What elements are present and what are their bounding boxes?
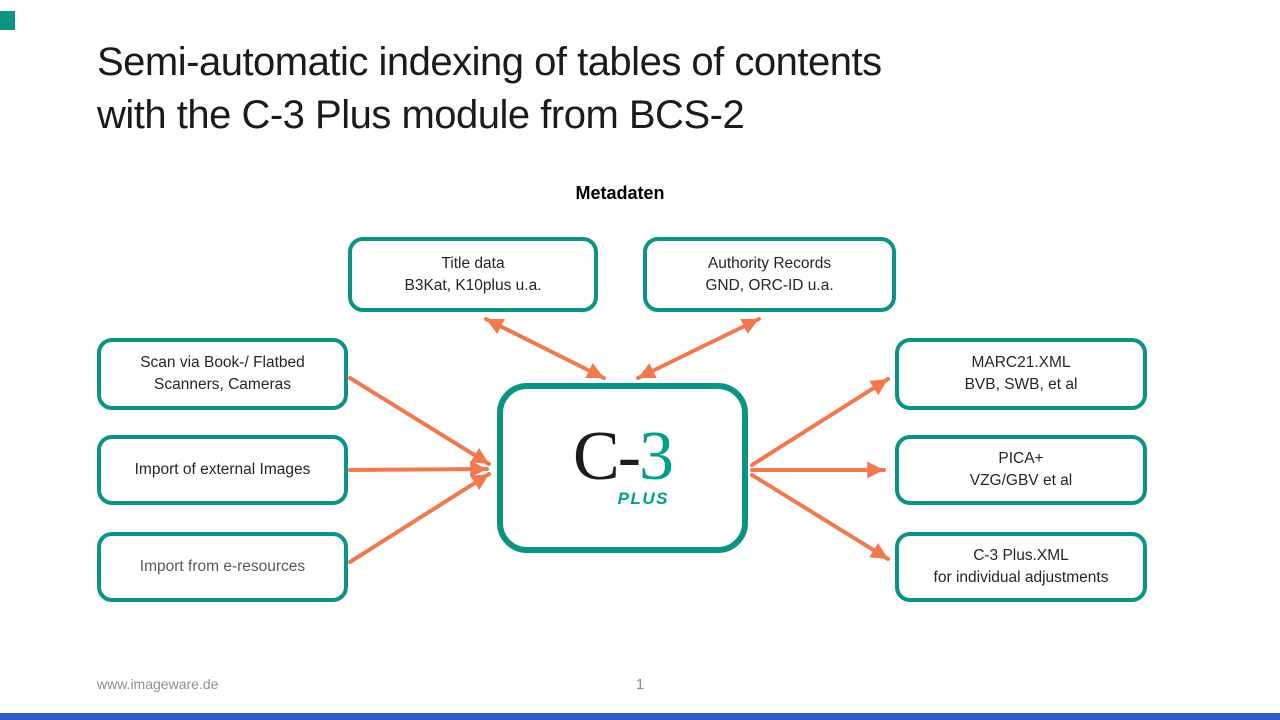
c3-logo-prefix: C- xyxy=(573,417,641,495)
c3-plus-logo: C-3 PLUS xyxy=(573,421,674,509)
slide-page-number: 1 xyxy=(635,676,645,693)
arrow-c3-to-marc21 xyxy=(750,377,890,467)
box-c3plus-xml-line1: C-3 Plus.XML xyxy=(973,547,1069,564)
box-scan-sources-line2: Scanners, Cameras xyxy=(154,376,291,393)
box-marc21-xml-line2: BVB, SWB, et al xyxy=(964,376,1078,393)
box-c3-plus-module: C-3 PLUS xyxy=(497,383,748,553)
box-pica-plus-line2: VZG/GBV et al xyxy=(969,472,1073,489)
box-scan-sources-line1: Scan via Book-/ Flatbed xyxy=(140,354,305,371)
box-c3plus-xml: C-3 Plus.XML for individual adjustments xyxy=(895,532,1147,602)
box-authority-records: Authority Records GND, ORC-ID u.a. xyxy=(643,237,896,312)
slide-title-line1: Semi-automatic indexing of tables of con… xyxy=(97,40,882,84)
box-title-data-line2: B3Kat, K10plus u.a. xyxy=(404,276,542,294)
arrow-c3-titledata-bidirectional xyxy=(484,317,606,380)
box-import-eresources: Import from e-resources xyxy=(97,532,348,602)
slide-title: Semi-automatic indexing of tables of con… xyxy=(97,36,1157,142)
box-pica-plus-line1: PICA+ xyxy=(998,450,1044,467)
bottom-accent-bar xyxy=(0,713,1280,720)
box-import-eresources-line1: Import from e-resources xyxy=(139,558,306,575)
box-import-external-images-line1: Import of external Images xyxy=(134,461,311,478)
arrow-c3-authority-bidirectional xyxy=(636,317,761,380)
corner-accent-mark xyxy=(0,11,15,30)
arrow-external-images-to-c3 xyxy=(348,460,489,478)
box-title-data-line1: Title data xyxy=(441,254,505,272)
footer-website-url: www.imageware.de xyxy=(97,676,219,692)
box-c3plus-xml-line2: for individual adjustments xyxy=(933,569,1109,586)
arrow-eresources-to-c3 xyxy=(348,472,491,564)
box-marc21-xml-line1: MARC21.XML xyxy=(971,354,1071,371)
box-import-external-images: Import of external Images xyxy=(97,435,348,505)
box-authority-records-line2: GND, ORC-ID u.a. xyxy=(705,276,834,294)
box-title-data: Title data B3Kat, K10plus u.a. xyxy=(348,237,598,312)
box-pica-plus: PICA+ VZG/GBV et al xyxy=(895,435,1147,505)
c3-logo-plus-subtitle: PLUS xyxy=(617,488,669,508)
arrow-scan-to-c3 xyxy=(348,376,491,466)
c3-logo-digit: 3 xyxy=(639,417,674,495)
slide-title-line2: with the C-3 Plus module from BCS-2 xyxy=(97,93,745,137)
arrow-c3-to-c3plusxml xyxy=(750,473,890,561)
box-authority-records-line1: Authority Records xyxy=(707,254,832,272)
c3-logo-wordmark: C-3 xyxy=(573,417,674,495)
box-scan-sources: Scan via Book-/ Flatbed Scanners, Camera… xyxy=(97,338,348,410)
box-marc21-xml: MARC21.XML BVB, SWB, et al xyxy=(895,338,1147,410)
metadata-section-label: Metadaten xyxy=(575,183,665,203)
